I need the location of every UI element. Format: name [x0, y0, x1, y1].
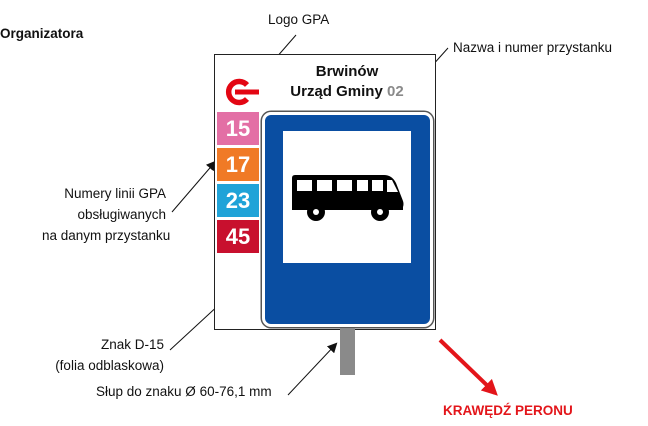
- organizer-label: Organizatora: [0, 26, 84, 41]
- sign-caption-line-1: Znak D-15: [100, 337, 164, 352]
- logo-gpa-label: Logo GPA: [268, 12, 330, 27]
- pole-leader-line: [287, 342, 338, 396]
- line-number: 17: [225, 151, 251, 177]
- lines-leader-line: [171, 160, 217, 213]
- lines-caption-line-3: na danym przystanku: [42, 228, 171, 243]
- line-box: 23: [217, 184, 259, 217]
- bus-icon: [292, 175, 404, 221]
- stop-name-number-label: Nazwa i numer przystanku: [453, 40, 613, 55]
- stop-name: Urząd Gminy: [290, 83, 383, 100]
- red-arrow-icon: [438, 338, 498, 396]
- pole-caption-label: Słup do znaku Ø 60-76,1 mm: [96, 384, 272, 399]
- line-number: 23: [225, 187, 251, 213]
- lines-caption-line-1: Numery linii GPA: [64, 186, 166, 201]
- lines-caption-line-2: obsługiwanych: [77, 207, 166, 222]
- line-numbers-column: 15 17 23 45: [217, 112, 259, 256]
- stop-town: Brwinów: [315, 63, 379, 80]
- line-box: 15: [217, 112, 259, 145]
- line-box: 45: [217, 220, 259, 253]
- platform-edge-label: KRAWĘDŹ PERONU: [443, 403, 573, 418]
- line-number: 45: [225, 223, 251, 249]
- stop-number: 02: [387, 83, 404, 100]
- line-box: 17: [217, 148, 259, 181]
- stop-name-line: Urząd Gminy 02: [262, 83, 432, 100]
- gpa-logo-icon: [226, 78, 259, 106]
- line-number: 15: [225, 115, 251, 141]
- sign-pole: [340, 328, 355, 375]
- sign-caption-line-2: (folia odblaskowa): [55, 358, 164, 373]
